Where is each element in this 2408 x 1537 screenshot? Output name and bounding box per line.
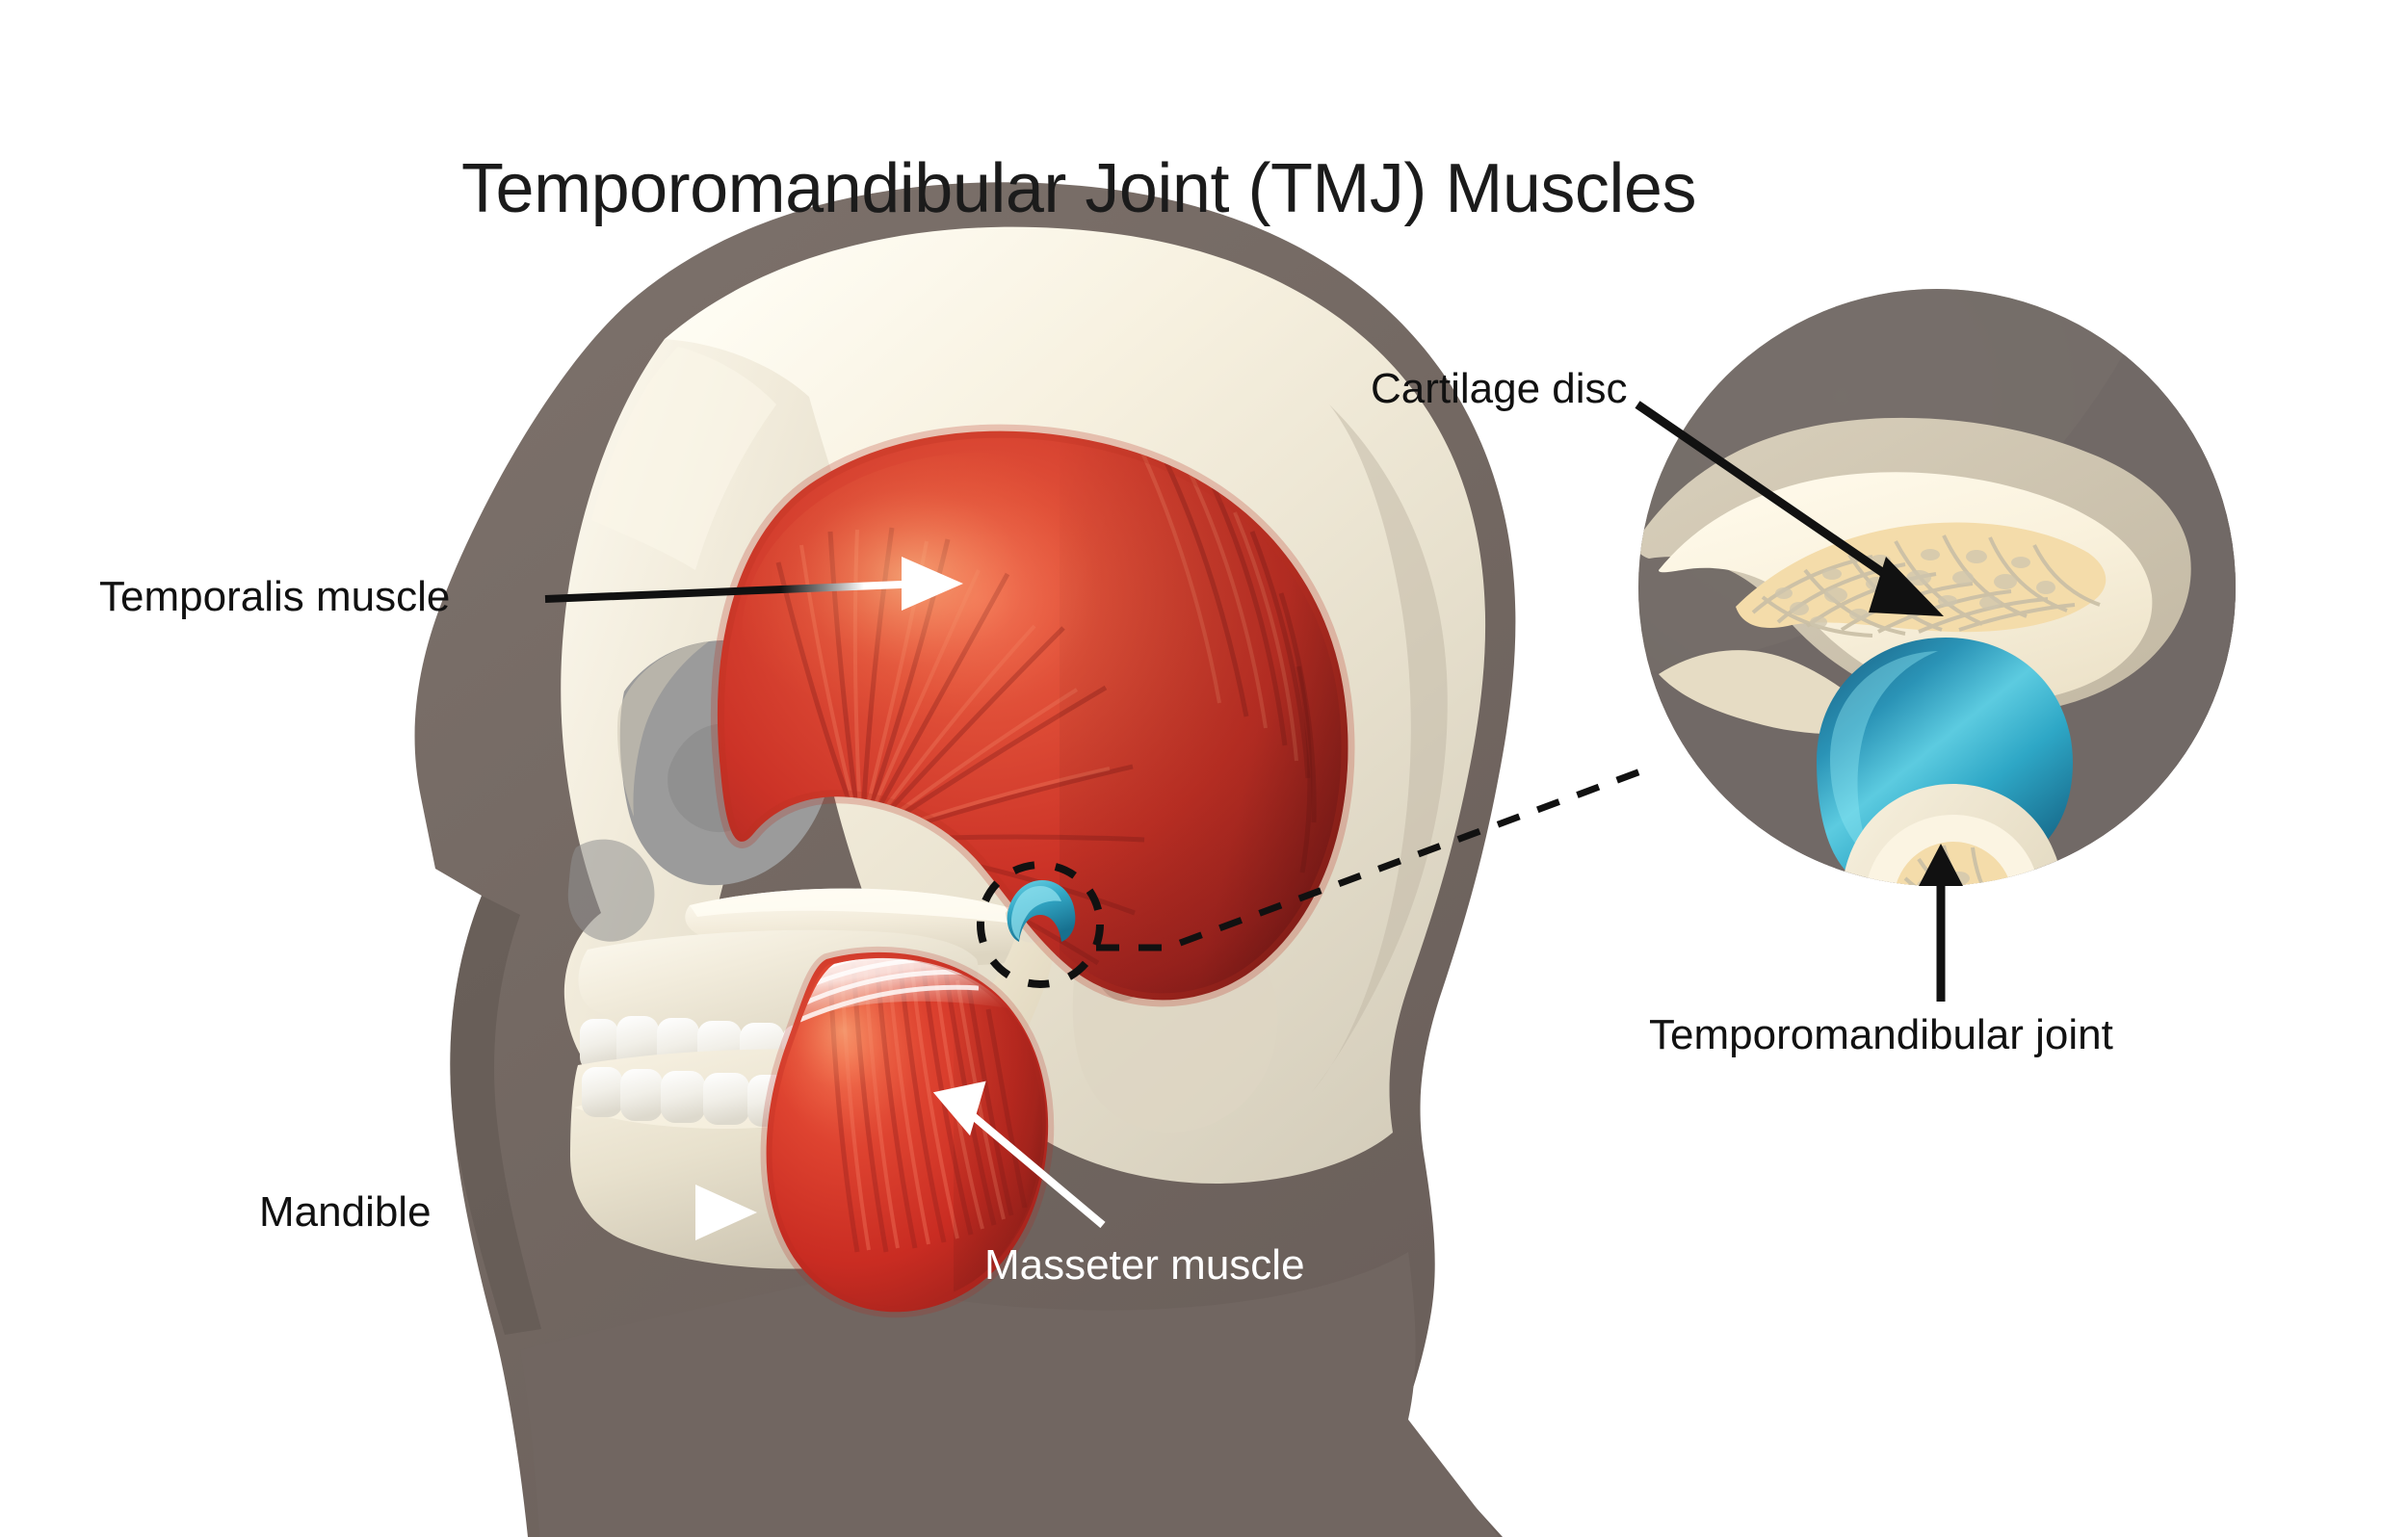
cartilage-arrowhead xyxy=(1869,557,1944,616)
disc-highlight-small xyxy=(1011,886,1061,940)
masseter-arrowhead xyxy=(932,1081,986,1136)
cartilage-disc-main-view xyxy=(1007,880,1076,942)
temporalis-leader xyxy=(544,557,963,611)
occipital-shading xyxy=(1312,404,1448,1092)
mandible-leader xyxy=(489,1185,757,1240)
masseter-edge xyxy=(760,946,1055,1318)
trabecular-bone-condyle xyxy=(1894,842,2013,886)
tmj-callout-group xyxy=(977,767,1645,988)
label-mandible: Mandible xyxy=(259,1188,432,1236)
label-masseter-muscle: Masseter muscle xyxy=(984,1241,1305,1289)
condyle-cortical xyxy=(1865,815,2040,886)
disc-specular xyxy=(1830,651,1938,861)
trabecular-bone-temporal xyxy=(1736,522,2107,638)
nasal-aperture xyxy=(567,839,655,942)
tmj-leader xyxy=(1919,844,1963,1002)
neck-mass xyxy=(520,1252,1499,1537)
ramus-highlight xyxy=(1872,982,1930,1146)
dashed-circle-tmj xyxy=(977,861,1104,988)
label-cartilage-disc: Cartilage disc xyxy=(1371,365,1628,412)
masseter-muscle xyxy=(760,946,1055,1318)
tmj-arrowhead xyxy=(1919,844,1963,886)
page-title: Temporomandibular Joint (TMJ) Muscles xyxy=(461,150,1696,227)
zygomatic-highlight xyxy=(690,888,1075,931)
masseter-leader xyxy=(932,1081,1106,1229)
label-temporalis-muscle: Temporalis muscle xyxy=(99,573,451,620)
mandible-arrowhead xyxy=(695,1185,757,1240)
tmj-inset xyxy=(1638,289,2236,1146)
face-rim-shadow xyxy=(450,896,541,1335)
temporalis-arrowhead xyxy=(902,557,963,611)
cartilage-leader xyxy=(1635,401,1944,616)
label-temporomandibular-joint: Temporomandibular joint xyxy=(1649,1011,2113,1058)
orbit-rim xyxy=(616,641,709,817)
brow-highlight xyxy=(591,347,776,570)
